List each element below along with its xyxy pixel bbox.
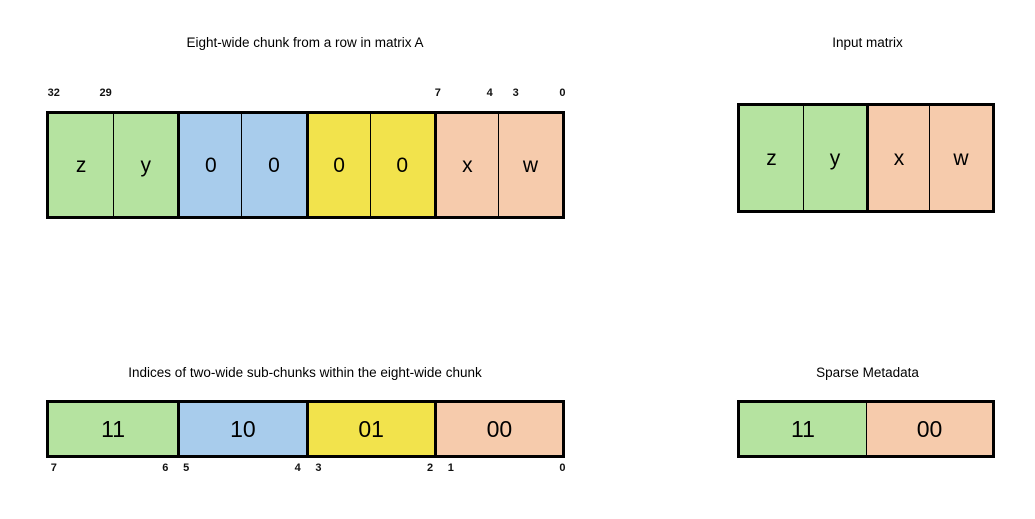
input-matrix-cell-label: x [893, 146, 905, 170]
sparse-metadata-panel: Sparse Metadata 11 00 [700, 360, 1035, 490]
eight-wide-chunk-cell-label: y [140, 153, 151, 177]
subchunk-indices-bit-labels: 7 6 5 4 3 2 1 0 [46, 462, 566, 478]
subchunk-index-bit-label: 1 [447, 462, 454, 474]
sparse-metadata-cell-label: 11 [791, 415, 815, 442]
eight-wide-chunk-cell-label: 0 [333, 153, 345, 177]
subchunk-index-bit-label: 2 [426, 462, 434, 474]
eight-wide-chunk-cell: w [497, 114, 562, 216]
subchunk-index-cell: 10 [177, 403, 306, 455]
eight-wide-chunk-bit-label: 32 [47, 87, 60, 99]
sparse-metadata-cell-label: 00 [916, 415, 943, 442]
eight-wide-chunk-cell: 0 [241, 114, 306, 216]
subchunk-index-cell: 00 [433, 403, 562, 455]
eight-wide-chunk-cell: y [113, 114, 178, 216]
eight-wide-chunk-cell-label: w [522, 153, 539, 177]
eight-wide-chunk-cell: x [433, 114, 498, 216]
subchunk-index-cell: 01 [305, 403, 434, 455]
eight-wide-chunk-cell: 0 [177, 114, 242, 216]
eight-wide-chunk-cell-label: 0 [204, 153, 217, 177]
eight-wide-chunk-bit-labels: 32 29 7 4 3 0 [46, 87, 566, 103]
subchunk-index-bit-label: 6 [162, 462, 169, 474]
input-matrix-cell: w [929, 106, 992, 210]
eight-wide-chunk-cell: z [49, 114, 114, 216]
eight-wide-chunk-bit-label: 7 [434, 87, 441, 99]
eight-wide-chunk-cell-label: x [462, 153, 473, 177]
eight-wide-chunk-title: Eight-wide chunk from a row in matrix A [186, 35, 424, 50]
input-matrix-panel: Input matrix z y x w [700, 30, 1035, 230]
subchunk-index-bit-label: 7 [50, 462, 57, 474]
input-matrix-title: Input matrix [832, 35, 903, 50]
eight-wide-chunk-bit-label: 4 [486, 87, 493, 99]
eight-wide-chunk-cell-label: 0 [268, 153, 280, 177]
sparse-metadata-title: Sparse Metadata [816, 365, 919, 380]
eight-wide-chunk-bit-label: 29 [99, 87, 112, 99]
subchunk-index-cell-label: 11 [101, 415, 126, 442]
subchunk-indices-title: Indices of two-wide sub-chunks within th… [128, 365, 482, 380]
eight-wide-chunk-bit-label: 0 [559, 87, 566, 99]
sparse-metadata-cell: 00 [866, 403, 992, 455]
subchunk-indices-row: 11 10 01 00 [46, 400, 565, 458]
subchunk-indices-panel: Indices of two-wide sub-chunks within th… [0, 360, 610, 490]
subchunk-index-bit-label: 3 [315, 462, 322, 474]
eight-wide-chunk-cell-label: 0 [396, 153, 409, 177]
subchunk-index-bit-label: 5 [183, 462, 190, 474]
eight-wide-chunk-panel: Eight-wide chunk from a row in matrix A … [0, 30, 610, 230]
input-matrix-cell: x [866, 106, 929, 210]
eight-wide-chunk-cell: 0 [305, 114, 370, 216]
input-matrix-cell-label: w [953, 146, 969, 170]
input-matrix-cell: y [803, 106, 866, 210]
eight-wide-chunk-cell: 0 [369, 114, 434, 216]
sparse-metadata-cell: 11 [740, 403, 866, 455]
subchunk-index-cell-label: 01 [358, 415, 384, 442]
input-matrix-cell-label: z [766, 146, 777, 170]
eight-wide-chunk-bit-label: 3 [512, 87, 519, 99]
eight-wide-chunk-row: z y 0 0 0 0 x w [46, 111, 565, 219]
subchunk-index-cell-label: 00 [486, 415, 513, 442]
eight-wide-chunk-cell-label: z [75, 153, 87, 177]
subchunk-index-cell: 11 [49, 403, 178, 455]
subchunk-index-bit-label: 0 [559, 462, 566, 474]
subchunk-index-bit-label: 4 [294, 462, 301, 474]
subchunk-index-cell-label: 10 [230, 415, 256, 442]
sparse-metadata-row: 11 00 [737, 400, 995, 458]
input-matrix-cell: z [740, 106, 803, 210]
input-matrix-cell-label: y [829, 146, 841, 170]
